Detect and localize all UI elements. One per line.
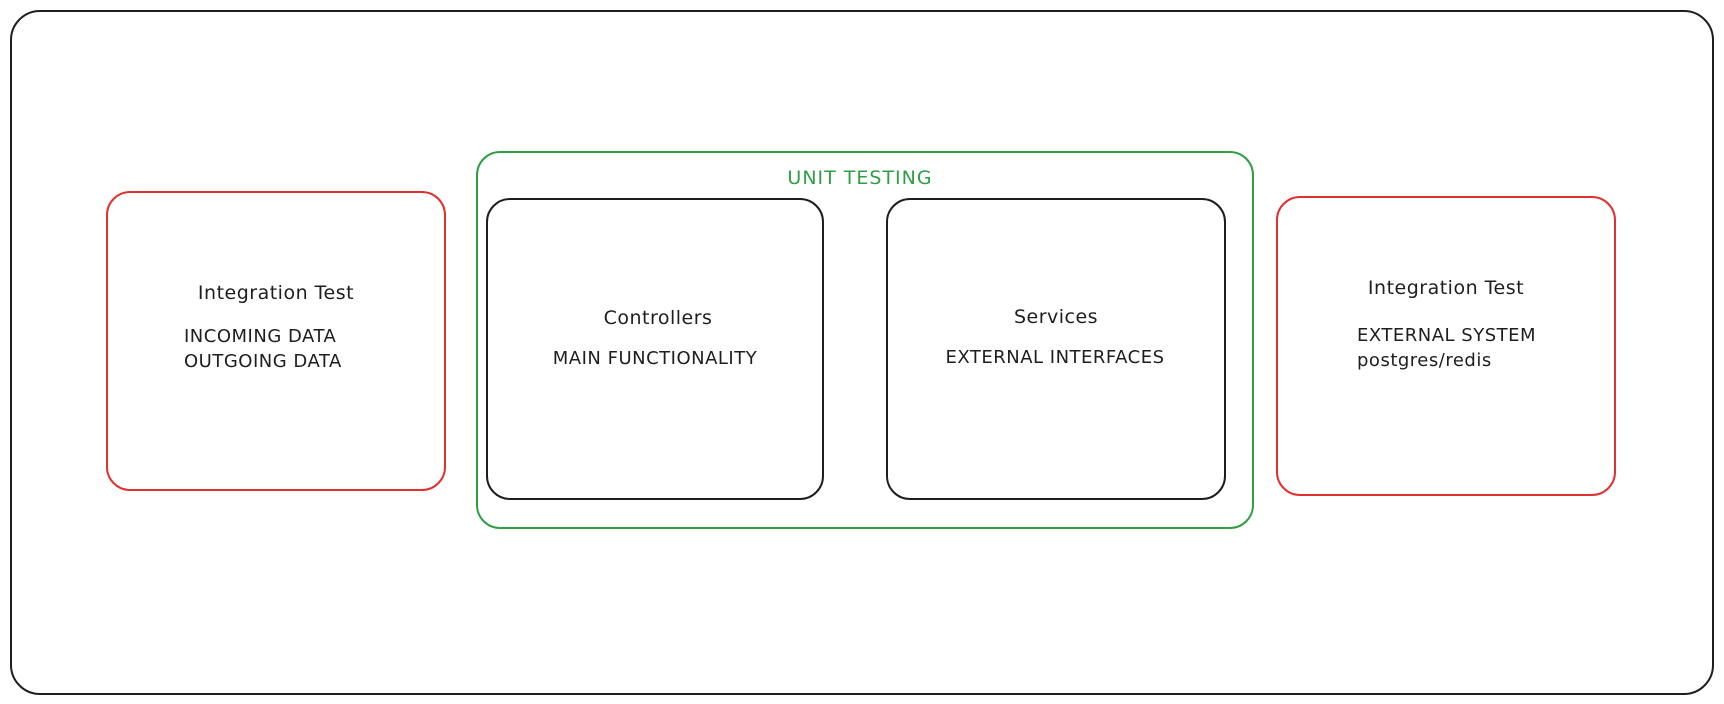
controllers-title: Controllers [603,307,713,329]
services-box [886,198,1226,500]
controllers-box [486,198,824,500]
services-title: Services [1013,306,1099,328]
unit-testing-container [476,151,1254,529]
unit-testing-label: UNIT TESTING [787,167,933,189]
left-integration-title: Integration Test [197,282,355,304]
right-integration-title: Integration Test [1367,277,1525,299]
left-integration-outgoing: OUTGOING DATA [184,351,342,372]
right-integration-external-system: EXTERNAL SYSTEM [1357,325,1537,346]
services-subtitle: EXTERNAL INTERFACES [945,347,1165,368]
controllers-subtitle: MAIN FUNCTIONALITY [552,348,758,369]
right-integration-postgres-redis: postgres/redis [1357,350,1492,371]
left-integration-incoming: INCOMING DATA [184,326,337,347]
left-integration-test-box [106,191,446,491]
right-integration-test-box [1276,196,1616,496]
outer-frame [10,10,1714,695]
